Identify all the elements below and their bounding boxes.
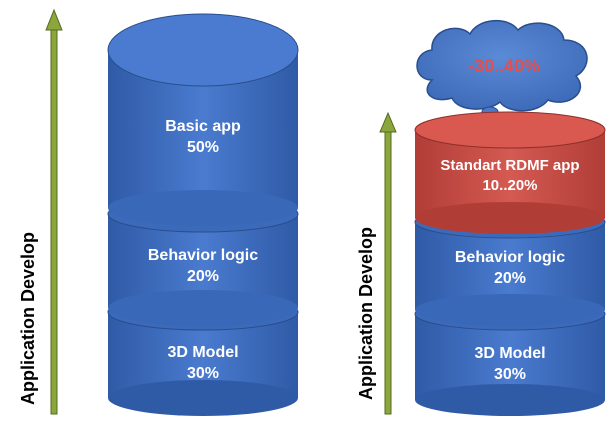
right-3d-model-value: 30% xyxy=(494,366,526,383)
right-3d-model-label: 3D Model xyxy=(474,345,545,362)
left-3d-model-label: 3D Model xyxy=(167,344,238,361)
left-basic-app-value: 50% xyxy=(187,139,219,156)
right-behavior-logic-value: 20% xyxy=(494,270,526,287)
right-segment-rdmf-app xyxy=(414,111,606,234)
left-cylinder-stack: Basic app 50% Behavior logic 20% 3D Mode… xyxy=(107,13,299,416)
left-axis-label: Application Develop xyxy=(18,232,38,405)
right-arrow xyxy=(379,111,397,415)
right-axis-label: Application Develop xyxy=(356,227,376,400)
left-behavior-logic-value: 20% xyxy=(187,268,219,285)
right-rdmf-app-label: Standart RDMF app xyxy=(440,157,579,174)
left-arrow xyxy=(45,8,63,415)
right-rdmf-app-value: 10..20% xyxy=(482,177,537,194)
cloud-text: -30..40% xyxy=(468,56,540,76)
left-segment-basic-app xyxy=(107,13,299,226)
left-behavior-logic-label: Behavior logic xyxy=(148,247,258,264)
right-behavior-logic-label: Behavior logic xyxy=(455,249,565,266)
left-basic-app-label: Basic app xyxy=(165,118,241,135)
left-3d-model-value: 30% xyxy=(187,365,219,382)
right-cylinder-stack: Standart RDMF app 10..20% Behavior logic… xyxy=(414,111,606,416)
